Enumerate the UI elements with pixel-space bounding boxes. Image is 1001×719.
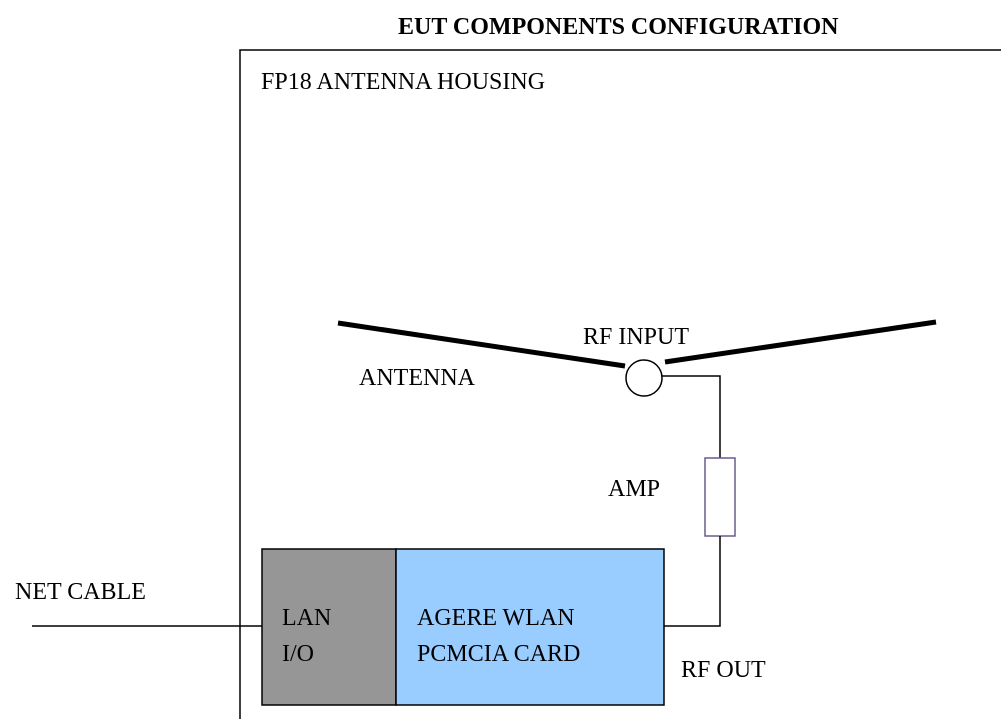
housing-label: FP18 ANTENNA HOUSING — [261, 69, 546, 95]
feed-line-upper — [662, 375, 721, 458]
antenna-right-arm — [664, 319, 937, 365]
net-cable-label: NET CABLE — [15, 579, 146, 605]
lan-io-label: LAN I/O — [282, 600, 331, 672]
housing-box — [239, 49, 1001, 719]
amplifier-box — [704, 457, 736, 537]
lan-io-label-line1: LAN — [282, 605, 332, 631]
lan-io-label-line2: I/O — [282, 641, 314, 667]
rf-input-connector — [625, 359, 663, 397]
wlan-card-label: AGERE WLAN PCMCIA CARD — [417, 600, 580, 672]
rf-out-label: RF OUT — [681, 657, 766, 683]
wlan-card-label-line1: AGERE WLAN — [417, 605, 575, 631]
antenna-left-arm — [337, 320, 626, 369]
wlan-card-label-line2: PCMCIA CARD — [417, 641, 581, 667]
lan-io-block — [261, 548, 397, 706]
wlan-card-block — [395, 548, 665, 706]
diagram-title: EUT COMPONENTS CONFIGURATION — [398, 14, 839, 40]
amp-label: AMP — [608, 476, 661, 502]
rf-input-label: RF INPUT — [583, 324, 690, 350]
antenna-label: ANTENNA — [359, 365, 475, 391]
feed-line-lower — [664, 536, 721, 627]
